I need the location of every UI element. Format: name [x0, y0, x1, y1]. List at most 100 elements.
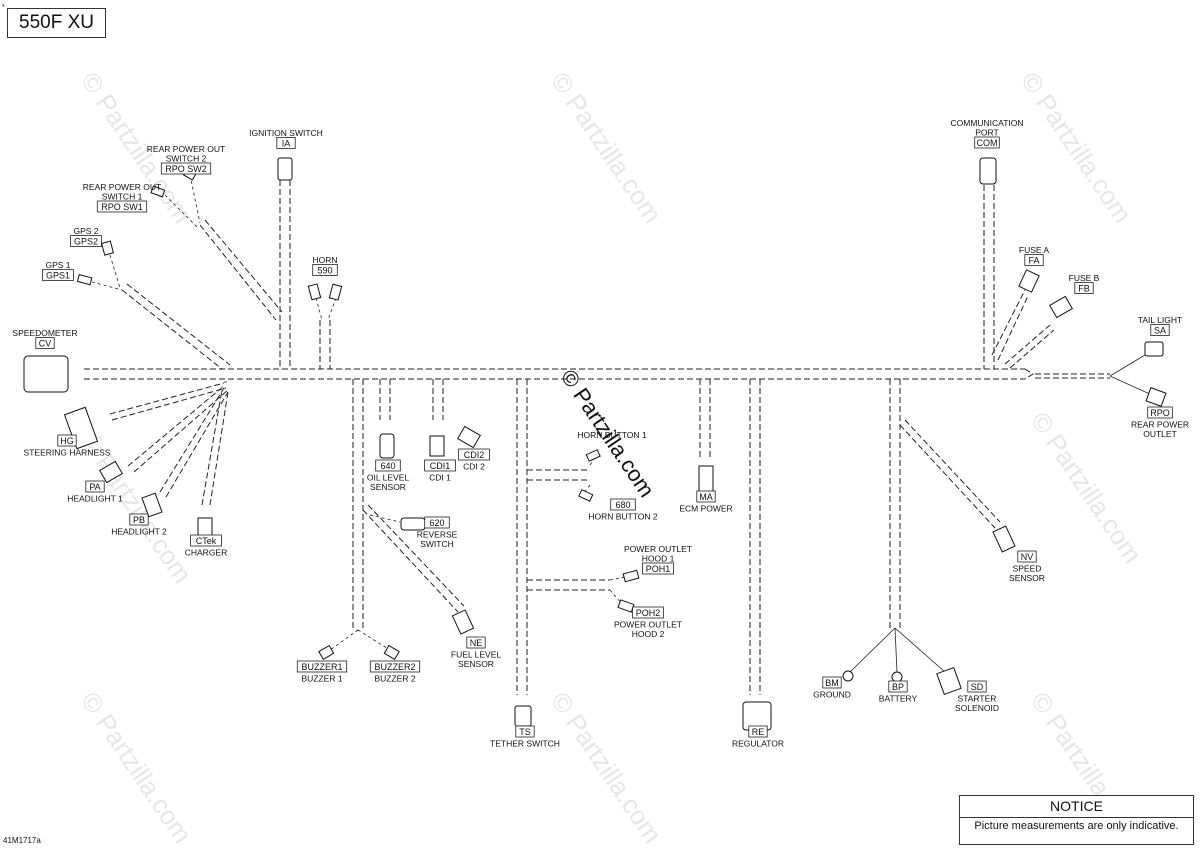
component-sd-label: SOLENOID: [955, 703, 999, 713]
notice-title: NOTICE: [960, 796, 1193, 818]
component-gps1-code: GPS1: [46, 271, 70, 281]
component-bz2-code: BUZZER2: [374, 662, 415, 672]
component-ctek-code-box: [190, 534, 222, 547]
connector-rposw1-icon: [150, 185, 166, 198]
connector-poh2-icon: [617, 599, 635, 613]
component-sa-code: SA: [1154, 326, 1166, 336]
connector-symbols: [23, 157, 1167, 731]
component-rpo-code-box: [1147, 406, 1173, 419]
connector-pa-icon: [99, 460, 123, 484]
connector-bp-icon: [891, 671, 903, 683]
component-horn-label: HORN: [312, 255, 337, 265]
component-rev-code-box: [424, 516, 450, 529]
component-ia-code: IA: [282, 139, 291, 149]
component-bz1-code-box: [296, 660, 348, 673]
connector-gps1-icon: [76, 273, 93, 286]
connector-hb2-icon: [578, 489, 594, 502]
component-com-code-box: [974, 136, 1000, 149]
connector-nv-icon: [992, 525, 1016, 553]
component-re-code: RE: [752, 727, 765, 737]
component-sd-code-box: [967, 680, 987, 693]
component-bp-label: BATTERY: [879, 694, 918, 704]
component-rposw1-label: REAR POWER OUT: [83, 182, 161, 192]
component-ts-code-box: [515, 725, 535, 738]
component-pa-label: HEADLIGHT 1: [67, 494, 123, 504]
component-ia-code-box: [276, 137, 296, 149]
component-fb: FUSE BFB: [1069, 273, 1100, 294]
connector-cdi2-icon: [457, 425, 481, 449]
component-nv-label: SPEED: [1013, 564, 1042, 574]
connector-bz1-icon: [318, 644, 335, 661]
component-hb1-label: HORN BUTTON 1: [577, 430, 647, 440]
component-bm-code: BM: [825, 678, 839, 688]
connector-oil-icon: [379, 433, 395, 459]
connector-ctek-icon: [197, 517, 213, 537]
component-re: RE REGULATOR: [732, 725, 784, 749]
component-ia-label: IGNITION SWITCH: [249, 128, 323, 138]
model-title-box: 550F XU: [7, 8, 106, 38]
component-re-label: REGULATOR: [732, 739, 784, 749]
component-sd-label: STARTER: [958, 694, 997, 704]
component-poh1-code: POH1: [646, 564, 671, 574]
component-oil-label: OIL LEVEL: [367, 473, 409, 483]
component-bp-code-box: [888, 680, 908, 693]
component-oil-label: SENSOR: [370, 482, 406, 492]
watermark-text: © Partzilla.com: [545, 67, 668, 229]
component-gps1-code-box: [42, 269, 74, 281]
component-ne-code: NE: [470, 638, 483, 648]
component-bp: BP BATTERY: [879, 680, 918, 704]
component-sa-label: TAIL LIGHT: [1138, 315, 1182, 325]
connector-horn-b-icon: [328, 283, 343, 301]
component-hb2-code-box: [610, 498, 636, 511]
component-hg-label: STEERING HARNESS: [24, 448, 111, 458]
component-fa: FUSE AFA: [1019, 245, 1049, 266]
lead-lines: [91, 174, 1153, 673]
notice-box: NOTICE Picture measurements are only ind…: [959, 795, 1194, 845]
component-hb2-code: 680: [615, 500, 630, 510]
component-cv-code-box: [35, 337, 55, 349]
connector-poh1-icon: [622, 569, 640, 583]
component-fb-code-box: [1074, 282, 1094, 294]
component-hb2-label: HORN BUTTON 2: [588, 512, 658, 522]
component-hg: HG STEERING HARNESS: [24, 434, 111, 458]
component-rpo-code: RPO: [1150, 408, 1170, 418]
component-rposw1-label: SWITCH 1: [102, 192, 143, 202]
component-hg-code: HG: [60, 436, 74, 446]
component-cdi2-label: CDI 2: [463, 462, 485, 472]
component-bp-code: BP: [892, 682, 904, 692]
component-bz1-label: BUZZER 1: [301, 674, 342, 684]
component-ne-label: FUEL LEVEL: [451, 650, 502, 660]
component-ts-code: TS: [519, 727, 531, 737]
model-title: 550F XU: [19, 12, 94, 33]
harness-lines: [84, 180, 1110, 695]
component-ma-code-box: [696, 490, 716, 503]
component-poh2-label: HOOD 2: [632, 629, 665, 639]
corner-mark: *: [2, 4, 5, 11]
component-bm-label: GROUND: [813, 690, 851, 700]
component-rposw2-label: SWITCH 2: [166, 154, 207, 164]
component-oil-code-box: [375, 459, 401, 472]
watermark-text: © Partzilla.com: [1015, 67, 1138, 229]
connector-fa-icon: [1018, 269, 1040, 293]
component-rposw2-label: REAR POWER OUT: [147, 144, 225, 154]
component-com-label: COMMUNICATION: [950, 118, 1023, 128]
